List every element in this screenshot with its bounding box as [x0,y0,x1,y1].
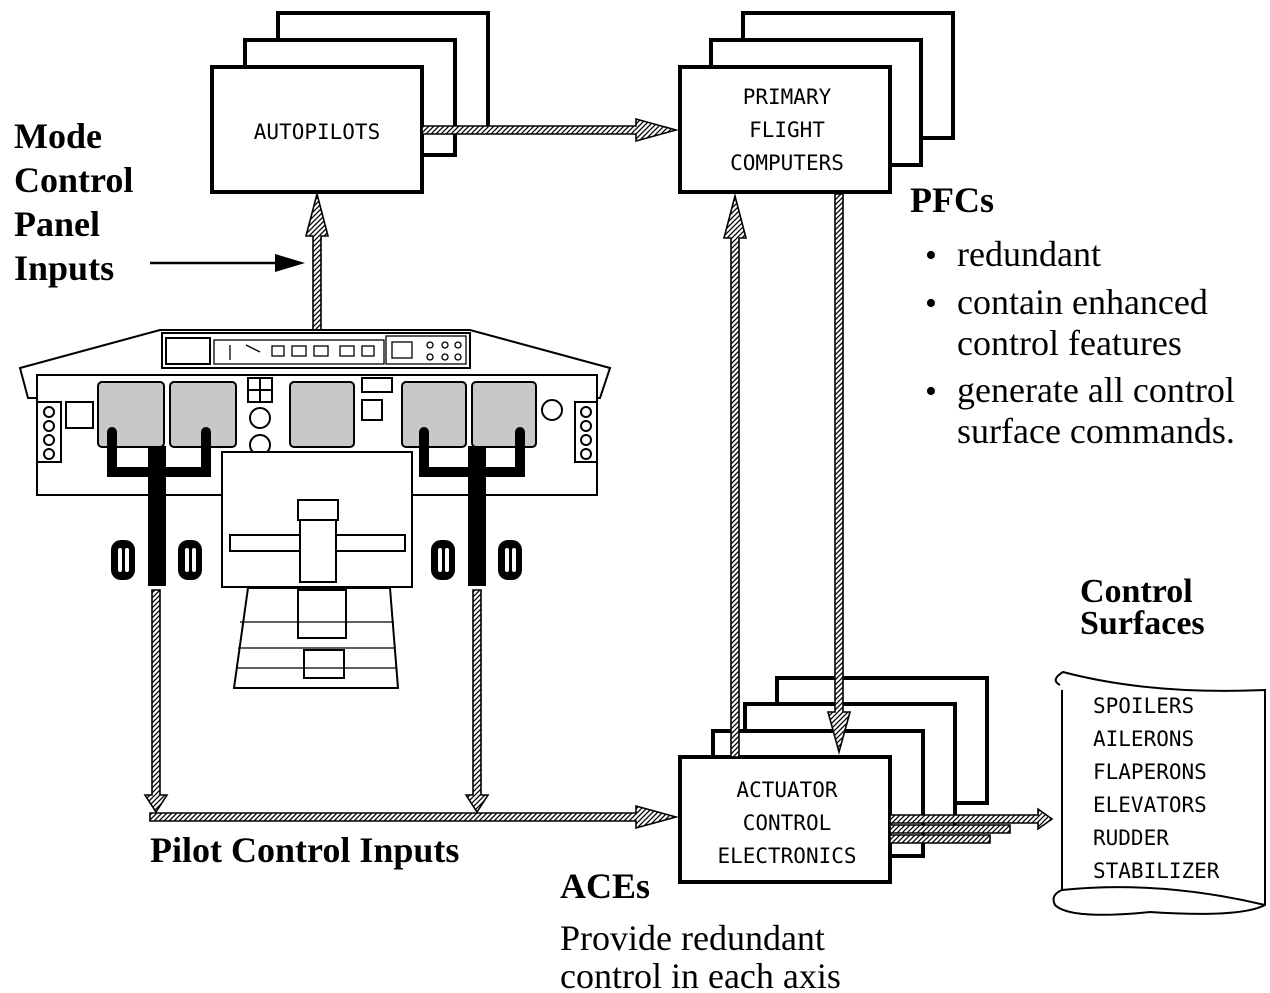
ace-label-line-2: CONTROL [743,811,832,835]
cockpit-illustration [18,329,612,689]
ace-label-line-1: ACTUATOR [736,778,838,802]
arrow-captain-column-down [143,589,169,814]
aces-description: ACEs Provide redundant control in each a… [560,866,841,993]
pfcs-description: PFCs • redundant • contain enhanced cont… [910,180,1235,451]
mcp-label-line-2: Control [14,160,133,200]
control-surfaces-scroll: SPOILERS AILERONS FLAPERONS ELEVATORS RU… [1052,670,1266,916]
mcp-label-line-4: Inputs [14,248,114,288]
pfcs-bullet-1-line-1: redundant [957,234,1101,274]
autopilots-label: AUTOPILOTS [254,120,380,144]
surface-item-rudder: RUDDER [1093,826,1169,850]
arrow-ace-to-surfaces-3 [889,834,991,844]
pfc-label-line-3: COMPUTERS [730,151,844,175]
arrow-pfc-to-ace [826,193,852,756]
surface-item-stabilizer: STABILIZER [1093,859,1220,883]
control-surfaces-label: Control Surfaces [1080,573,1205,642]
ace-label-line-3: ELECTRONICS [717,844,856,868]
pfcs-bullet-3-line-1: generate all control [957,370,1235,410]
pfcs-bullet-dot-2: • [925,285,937,322]
arrow-ace-to-pfc [722,192,748,758]
pilot-control-inputs-label: Pilot Control Inputs [150,830,459,870]
mode-control-panel-label: Mode Control Panel Inputs [14,116,133,288]
arrow-mcp-to-autopilots [304,190,330,331]
control-surfaces-label-line-1: Control [1080,573,1193,610]
pfcs-bullet-dot-3: • [925,373,937,410]
pfcs-bullet-2-line-1: contain enhanced [957,282,1208,322]
pfcs-bullet-3-line-2: surface commands. [957,411,1235,451]
aces-line-1: Provide redundant [560,918,825,958]
pfc-label-line-2: FLIGHT [749,118,825,142]
pfcs-bullet-2-line-2: control features [957,323,1182,363]
arrow-pilot-inputs-to-ace [149,804,680,830]
pfcs-bullet-dot-1: • [925,237,937,274]
pfc-label-line-1: PRIMARY [743,85,832,109]
control-surfaces-label-line-2: Surfaces [1080,605,1205,642]
hatched-arrows [143,117,1054,844]
aces-heading: ACEs [560,866,650,906]
surface-item-elevators: ELEVATORS [1093,793,1207,817]
mcp-label-line-1: Mode [14,116,102,156]
arrow-ace-to-surfaces-1 [889,807,1054,831]
mcp-label-line-3: Panel [14,204,100,244]
mcp-input-arrow [150,254,305,272]
surface-item-flaperons: FLAPERONS [1093,760,1207,784]
arrow-ace-to-surfaces-2 [889,824,1011,834]
arrow-autopilots-to-pfc [421,117,680,143]
surface-item-ailerons: AILERONS [1093,727,1194,751]
pfc-box-stack: PRIMARY FLIGHT COMPUTERS [678,11,955,194]
pfcs-heading: PFCs [910,180,994,220]
autopilots-box-stack: AUTOPILOTS [210,11,490,194]
surface-item-spoilers: SPOILERS [1093,694,1194,718]
ace-box-stack: ACTUATOR CONTROL ELECTRONICS [678,676,989,884]
aces-line-2: control in each axis [560,956,841,993]
arrow-fo-column-down [464,589,490,814]
